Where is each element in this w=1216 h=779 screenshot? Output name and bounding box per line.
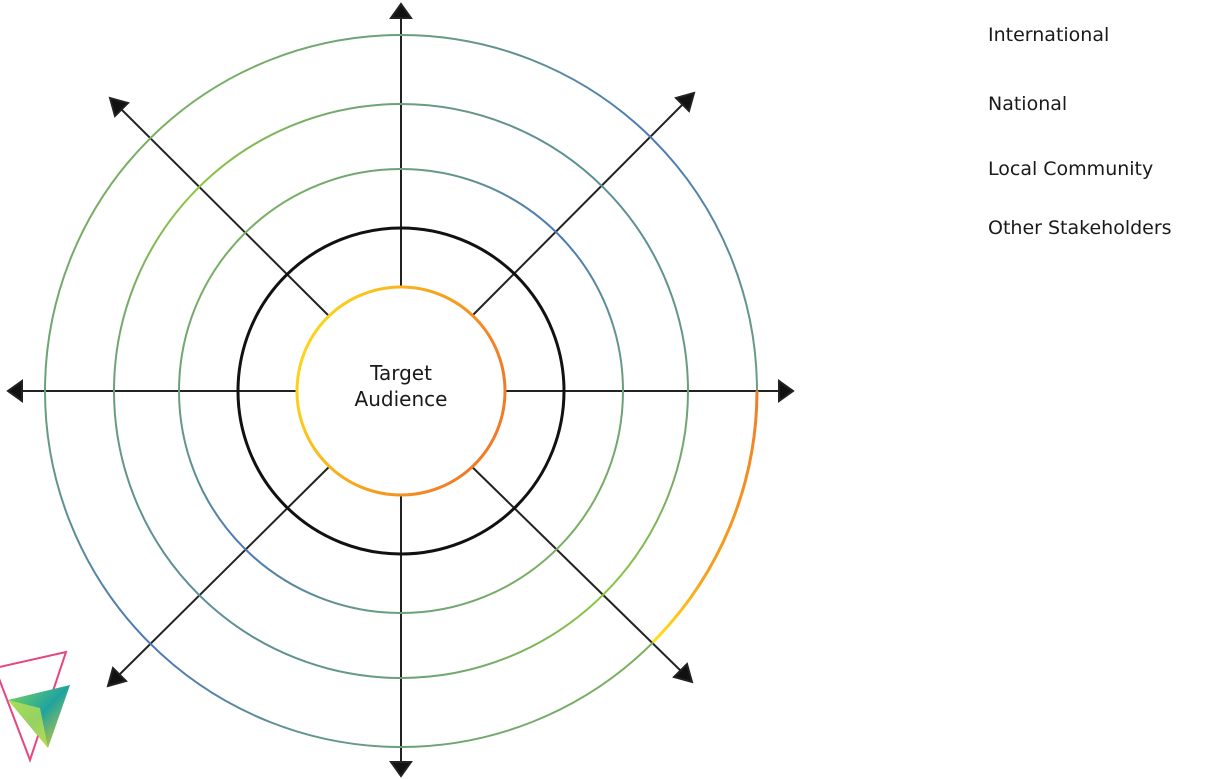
arrow-northwest-icon	[108, 96, 130, 118]
axis-line-northwest	[119, 107, 339, 326]
leader-lines	[401, 34, 978, 229]
center-label-line-2: Audience	[355, 387, 448, 411]
axis-line-southeast	[462, 457, 683, 673]
arrow-west-icon	[6, 379, 23, 403]
axis-line-northeast	[462, 102, 685, 326]
axis-arrows	[6, 2, 795, 778]
label-local-community: Local Community	[988, 158, 1153, 180]
label-international: International	[988, 24, 1109, 46]
arrow-south-icon	[389, 761, 413, 778]
arrow-east-icon	[778, 379, 795, 403]
outer-highlight-arc	[651, 390, 759, 644]
arrow-southwest-icon	[106, 666, 128, 688]
ring-target-audience	[295, 285, 507, 497]
center-label: Target Audience	[355, 361, 448, 411]
arrow-north-icon	[389, 2, 413, 19]
center-label-line-1: Target	[369, 361, 432, 385]
triangle-facet-icon	[8, 700, 48, 748]
axis-line-southwest	[117, 457, 339, 677]
triangle-logo-icon	[0, 650, 70, 763]
label-national: National	[988, 93, 1067, 115]
arrow-southeast-icon	[672, 662, 694, 684]
label-other-stakeholders: Other Stakeholders	[988, 217, 1172, 239]
ring-labels: International National Local Community O…	[988, 24, 1172, 239]
